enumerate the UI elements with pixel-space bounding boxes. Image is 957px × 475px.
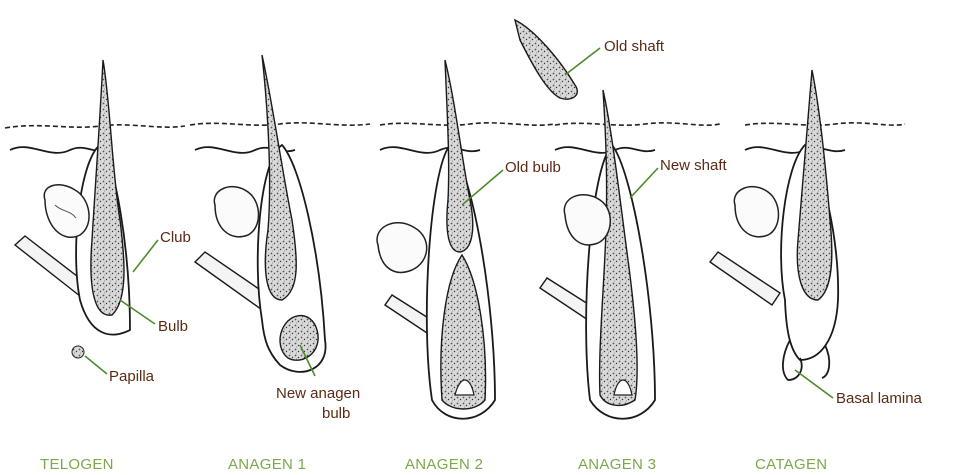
stage-label-catagen: CATAGEN <box>755 456 827 473</box>
new-shaft-label: New shaft <box>660 157 728 174</box>
skin-surface <box>190 123 370 125</box>
stage-label-anagen-1: ANAGEN 1 <box>228 456 306 473</box>
shed-old-shaft <box>515 20 577 99</box>
catagen-follicle <box>710 70 905 380</box>
sebaceous-gland <box>214 187 258 237</box>
epidermis-line <box>380 147 480 153</box>
stage-label-anagen-2: ANAGEN 2 <box>405 456 483 473</box>
papilla-leader <box>85 356 107 374</box>
anagen3-follicle <box>515 20 720 419</box>
telogen-follicle <box>5 60 185 358</box>
sebaceous-gland <box>377 223 427 273</box>
sebaceous-gland <box>564 195 610 245</box>
anagen2-follicle <box>377 60 555 419</box>
papilla-cells <box>72 346 84 358</box>
club-leader <box>133 240 158 272</box>
skin-surface <box>555 123 720 125</box>
old-club-hair <box>445 60 473 252</box>
new-anagen-bulb-label-line2: bulb <box>322 405 350 422</box>
old-bulb-label: Old bulb <box>505 159 561 176</box>
epidermis-line <box>745 147 845 153</box>
skin-surface <box>745 123 905 125</box>
skin-surface <box>380 123 555 125</box>
stage-label-anagen-3: ANAGEN 3 <box>578 456 656 473</box>
old-shaft-leader <box>565 48 600 75</box>
stage-label-telogen: TELOGEN <box>40 456 114 473</box>
skin-surface <box>5 125 185 128</box>
epidermis-line <box>555 147 655 153</box>
basal-lamina-label: Basal lamina <box>836 390 923 407</box>
old-shaft-label: Old shaft <box>604 38 665 55</box>
papilla-label: Papilla <box>109 368 155 385</box>
new-anagen-bulb-label-line1: New anagen <box>276 385 360 402</box>
club-label: Club <box>160 229 191 246</box>
bulb-label: Bulb <box>158 318 188 335</box>
regressing-hair <box>797 70 831 300</box>
new-shaft-leader <box>630 168 658 198</box>
arrector-muscle <box>710 252 780 305</box>
anagen1-follicle <box>190 55 370 372</box>
club-hair <box>91 60 124 315</box>
sebaceous-gland <box>734 187 778 237</box>
